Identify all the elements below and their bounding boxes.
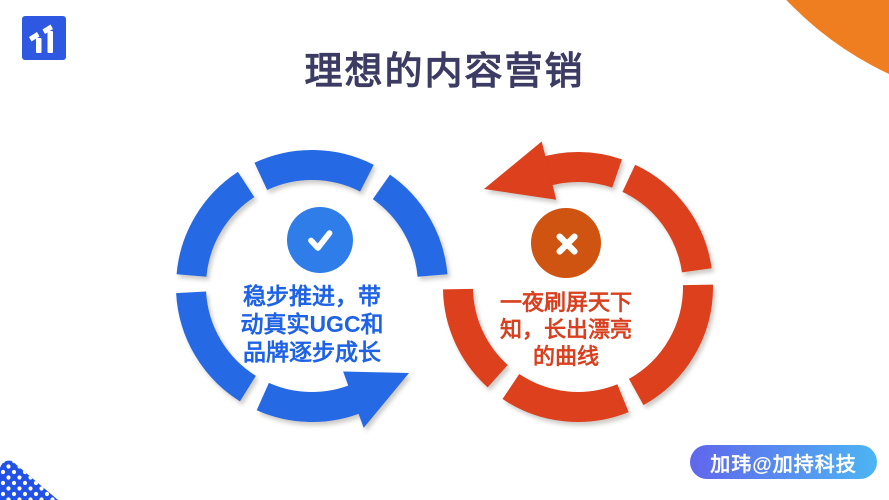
caption-line: 品牌逐步成长 — [243, 339, 381, 365]
caption-line: 动真实UGC和 — [240, 311, 384, 337]
caption-line: 一夜刷屏天下 — [499, 290, 632, 315]
blue-ring-arrow — [176, 150, 448, 428]
cross-badge — [531, 208, 601, 278]
page-title: 理想的内容营销 — [304, 51, 585, 93]
red-ring-arrow — [443, 141, 713, 422]
negative-caption: 一夜刷屏天下 知，长出漂亮 的曲线 — [480, 289, 652, 370]
caption-line: 知，长出漂亮 — [499, 317, 632, 342]
check-badge — [287, 207, 353, 273]
caption-line: 的曲线 — [532, 344, 599, 369]
blue-arrowhead — [343, 371, 409, 428]
check-icon — [308, 230, 333, 251]
ii-logo-icon — [29, 24, 53, 53]
watermark-text: 加玮@加持科技 — [710, 453, 857, 476]
positive-caption: 稳步推进，带 动真实UGC和 品牌逐步成长 — [222, 282, 402, 366]
watermark-badge: 加玮@加持科技 — [690, 445, 877, 479]
brand-logo — [22, 16, 66, 60]
polka-triangle-decoration — [0, 460, 58, 500]
cross-icon — [556, 233, 578, 255]
red-arrowhead — [484, 141, 557, 200]
caption-line: 稳步推进，带 — [243, 283, 381, 309]
